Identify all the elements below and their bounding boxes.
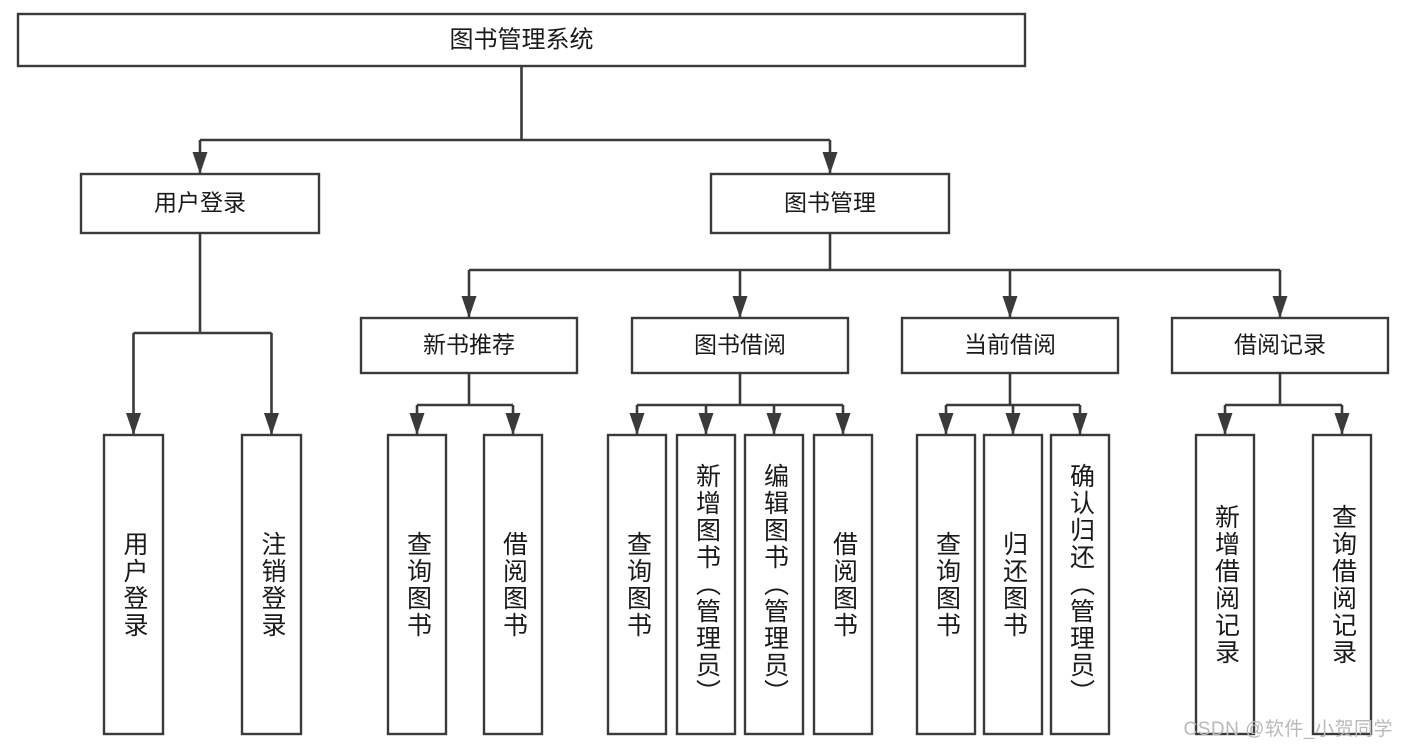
node-box-cb-query-book[interactable] <box>915 433 977 736</box>
watermark: CSDN @软件_小贺同学 <box>1183 719 1393 740</box>
node-label-current-borrowing: 当前借阅 <box>964 332 1056 358</box>
node-box-borrow-records[interactable] <box>1170 316 1390 375</box>
node-box-bb-query-book[interactable] <box>606 433 668 736</box>
node-box-new-book-recommend[interactable] <box>359 316 579 375</box>
node-label-root: 图书管理系统 <box>450 26 594 53</box>
node-box-br-add-record[interactable] <box>1194 433 1256 736</box>
node-box-root[interactable] <box>16 12 1027 68</box>
node-box-user-logout-leaf[interactable] <box>240 433 303 736</box>
node-label-book-management: 图书管理 <box>784 190 876 216</box>
node-box-user-login-leaf[interactable] <box>102 433 165 736</box>
node-box-bb-edit-book[interactable] <box>743 433 805 736</box>
node-label-user-login: 用户登录 <box>154 190 246 216</box>
connector-layer <box>126 66 1350 435</box>
node-box-nbr-borrow-book[interactable] <box>482 433 544 736</box>
node-box-cb-confirm-return[interactable] <box>1049 433 1111 736</box>
node-box-current-borrowing[interactable] <box>900 316 1120 375</box>
node-box-bb-borrow-book[interactable] <box>812 433 874 736</box>
node-box-cb-return-book[interactable] <box>982 433 1044 736</box>
node-box-book-management[interactable] <box>709 172 951 235</box>
node-label-borrow-records: 借阅记录 <box>1234 332 1326 358</box>
node-box-bb-add-book[interactable] <box>675 433 737 736</box>
node-label-new-book-recommend: 新书推荐 <box>423 332 515 358</box>
node-box-user-login[interactable] <box>79 172 321 235</box>
box-layer <box>16 12 1390 736</box>
node-box-br-query-record[interactable] <box>1311 433 1373 736</box>
node-box-book-borrowing[interactable] <box>630 316 850 375</box>
node-label-book-borrowing: 图书借阅 <box>694 332 786 358</box>
node-box-nbr-query-book[interactable] <box>386 433 448 736</box>
